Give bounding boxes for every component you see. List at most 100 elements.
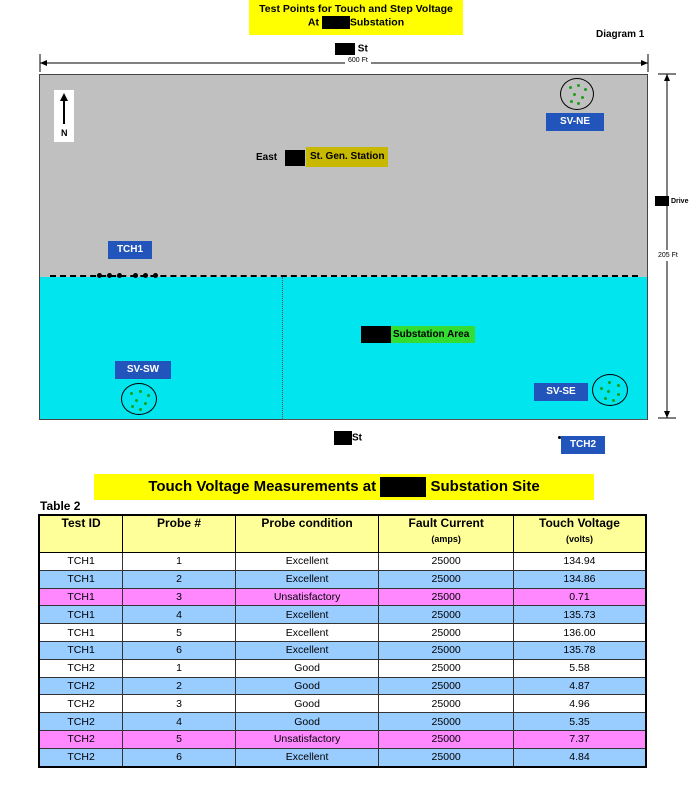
table-cell: Excellent bbox=[234, 640, 380, 660]
arrow-up-icon bbox=[60, 93, 68, 124]
table-cell: 25000 bbox=[378, 552, 514, 571]
sv-sw-probe-circle bbox=[121, 383, 157, 415]
probe-dot bbox=[107, 273, 112, 278]
probe-dot bbox=[130, 392, 133, 395]
redaction-bar bbox=[334, 431, 352, 445]
probe-dot bbox=[604, 397, 607, 400]
gen-station-label: St. Gen. Station bbox=[306, 147, 389, 167]
column-header: Test ID bbox=[38, 514, 124, 553]
north-arrow bbox=[54, 90, 74, 142]
table-cell: 1 bbox=[122, 552, 236, 571]
table-cell: TCH2 bbox=[38, 712, 124, 731]
probe-dot bbox=[133, 273, 138, 278]
table-cell: 5.58 bbox=[512, 658, 647, 678]
table-cell: 25000 bbox=[378, 729, 514, 749]
probe-dot bbox=[617, 393, 620, 396]
test-point-tch2: TCH2 bbox=[561, 436, 605, 454]
table-cell: Good bbox=[234, 694, 380, 714]
table-cell: 4.87 bbox=[512, 676, 647, 696]
probe-dot bbox=[135, 399, 138, 402]
table-cell: 2 bbox=[122, 676, 236, 696]
table-cell: Good bbox=[234, 712, 380, 731]
height-dimension-line bbox=[658, 73, 676, 419]
south-street-label: St bbox=[334, 431, 362, 445]
table-cell: 25000 bbox=[378, 587, 514, 607]
table-cell: TCH2 bbox=[38, 658, 124, 678]
title-line1: Test Points for Touch and Step Voltage bbox=[259, 3, 453, 15]
table-cell: Excellent bbox=[234, 605, 380, 625]
substation-divider bbox=[282, 277, 283, 419]
column-header: Probe # bbox=[122, 514, 236, 553]
probe-dot bbox=[607, 390, 610, 393]
drive-text: Drive bbox=[670, 197, 689, 205]
probe-dot bbox=[577, 84, 580, 87]
table-cell: 25000 bbox=[378, 694, 514, 714]
table-cell: 0.71 bbox=[512, 587, 647, 607]
diagram-title: Test Points for Touch and Step Voltage A… bbox=[249, 0, 463, 35]
table-cell: 25000 bbox=[378, 676, 514, 696]
title-line2: At Substation bbox=[249, 16, 463, 29]
table-cell: 25000 bbox=[378, 569, 514, 589]
column-header: Fault Current(amps) bbox=[378, 514, 514, 553]
test-point-tch1: TCH1 bbox=[108, 241, 152, 259]
table-cell: 134.94 bbox=[512, 552, 647, 571]
drive-label: Drive bbox=[655, 196, 688, 206]
probe-dot bbox=[117, 273, 122, 278]
probe-dot bbox=[600, 387, 603, 390]
probe-dot bbox=[569, 86, 572, 89]
table-cell: 25000 bbox=[378, 640, 514, 660]
probe-dot bbox=[144, 402, 147, 405]
probe-dot bbox=[570, 100, 573, 103]
table-cell: 4 bbox=[122, 605, 236, 625]
table-cell: 5 bbox=[122, 729, 236, 749]
table-cell: TCH1 bbox=[38, 605, 124, 625]
substation-area-text: Substation Area bbox=[393, 329, 470, 340]
north-street-label: St bbox=[335, 43, 368, 55]
probe-dot bbox=[608, 381, 611, 384]
table-cell: TCH1 bbox=[38, 552, 124, 571]
probe-dot bbox=[147, 394, 150, 397]
probe-dot bbox=[573, 93, 576, 96]
diagram-number-label: Diagram 1 bbox=[596, 29, 645, 40]
probe-dot bbox=[558, 436, 561, 439]
table-cell: 7.37 bbox=[512, 729, 647, 749]
width-dimension-line bbox=[39, 54, 649, 72]
redaction-bar bbox=[361, 326, 391, 343]
table-cell: 136.00 bbox=[512, 623, 647, 642]
test-point-sv-ne: SV-NE bbox=[546, 113, 604, 131]
gen-station-prefix: East bbox=[256, 152, 278, 163]
probe-dot bbox=[584, 88, 587, 91]
fence-line bbox=[50, 275, 638, 277]
probe-dot bbox=[153, 273, 158, 278]
table-title-suffix: Substation Site bbox=[430, 478, 540, 495]
probe-dot bbox=[139, 390, 142, 393]
table-cell: 25000 bbox=[378, 712, 514, 731]
width-label: 600 Ft bbox=[345, 57, 371, 64]
table-cell: 25000 bbox=[378, 747, 514, 768]
height-label: 205 Ft bbox=[658, 250, 678, 261]
test-point-sv-se: SV-SE bbox=[534, 383, 588, 401]
table-cell: TCH1 bbox=[38, 640, 124, 660]
table-cell: 4.84 bbox=[512, 747, 647, 768]
title-prefix: At bbox=[307, 16, 319, 29]
table-cell: 5 bbox=[122, 623, 236, 642]
redaction-bar bbox=[380, 477, 427, 498]
table-cell: 25000 bbox=[378, 658, 514, 678]
redaction-bar bbox=[285, 150, 305, 166]
table-cell: 4 bbox=[122, 712, 236, 731]
table-cell: Good bbox=[234, 676, 380, 696]
table-cell: 2 bbox=[122, 569, 236, 589]
table-cell: TCH1 bbox=[38, 623, 124, 642]
sv-ne-probe-circle bbox=[560, 78, 594, 110]
